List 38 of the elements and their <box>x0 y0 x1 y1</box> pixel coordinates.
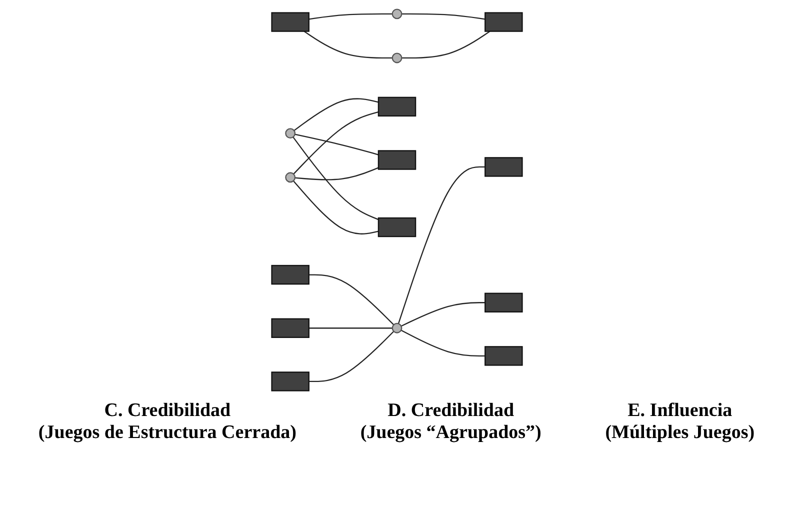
connector-line <box>401 13 485 20</box>
connector-line <box>294 167 378 180</box>
square-node <box>484 292 522 312</box>
circle-node <box>391 8 402 20</box>
square-node <box>377 96 416 117</box>
connector-line <box>308 330 394 382</box>
circle-node <box>391 322 402 334</box>
connector-line <box>292 180 378 234</box>
square-node <box>270 12 309 32</box>
figure-subtitle: (Juegos de Estructura Cerrada) <box>38 422 296 444</box>
circle-node <box>284 172 296 183</box>
connector-line <box>308 274 394 326</box>
figure-subtitle: (Juegos “Agrupados”) <box>360 422 542 444</box>
square-node <box>270 264 309 285</box>
connector-line <box>308 328 392 329</box>
figure-caption: D. Credibilidad <box>386 400 516 422</box>
connector-line <box>397 166 485 324</box>
connector-line <box>293 98 378 132</box>
square-node <box>270 372 309 392</box>
connector-line <box>400 330 485 357</box>
circle-node <box>391 52 402 64</box>
figure-caption: C. Credibilidad <box>103 400 232 422</box>
connector-line <box>292 136 378 220</box>
square-node <box>484 346 522 366</box>
square-node <box>270 318 309 338</box>
figure-caption: E. Influencia <box>626 400 734 422</box>
square-node <box>377 150 416 170</box>
connector-line <box>292 111 378 174</box>
circle-node <box>284 128 296 139</box>
square-node <box>484 12 522 32</box>
square-node <box>484 157 522 177</box>
square-node <box>377 217 416 238</box>
connector-line <box>294 134 378 156</box>
connector-line <box>400 302 485 327</box>
connector-line <box>308 13 392 20</box>
figure-subtitle: (Múltiples Juegos) <box>605 422 755 444</box>
connector-line <box>303 30 392 59</box>
connector-line <box>401 30 490 59</box>
